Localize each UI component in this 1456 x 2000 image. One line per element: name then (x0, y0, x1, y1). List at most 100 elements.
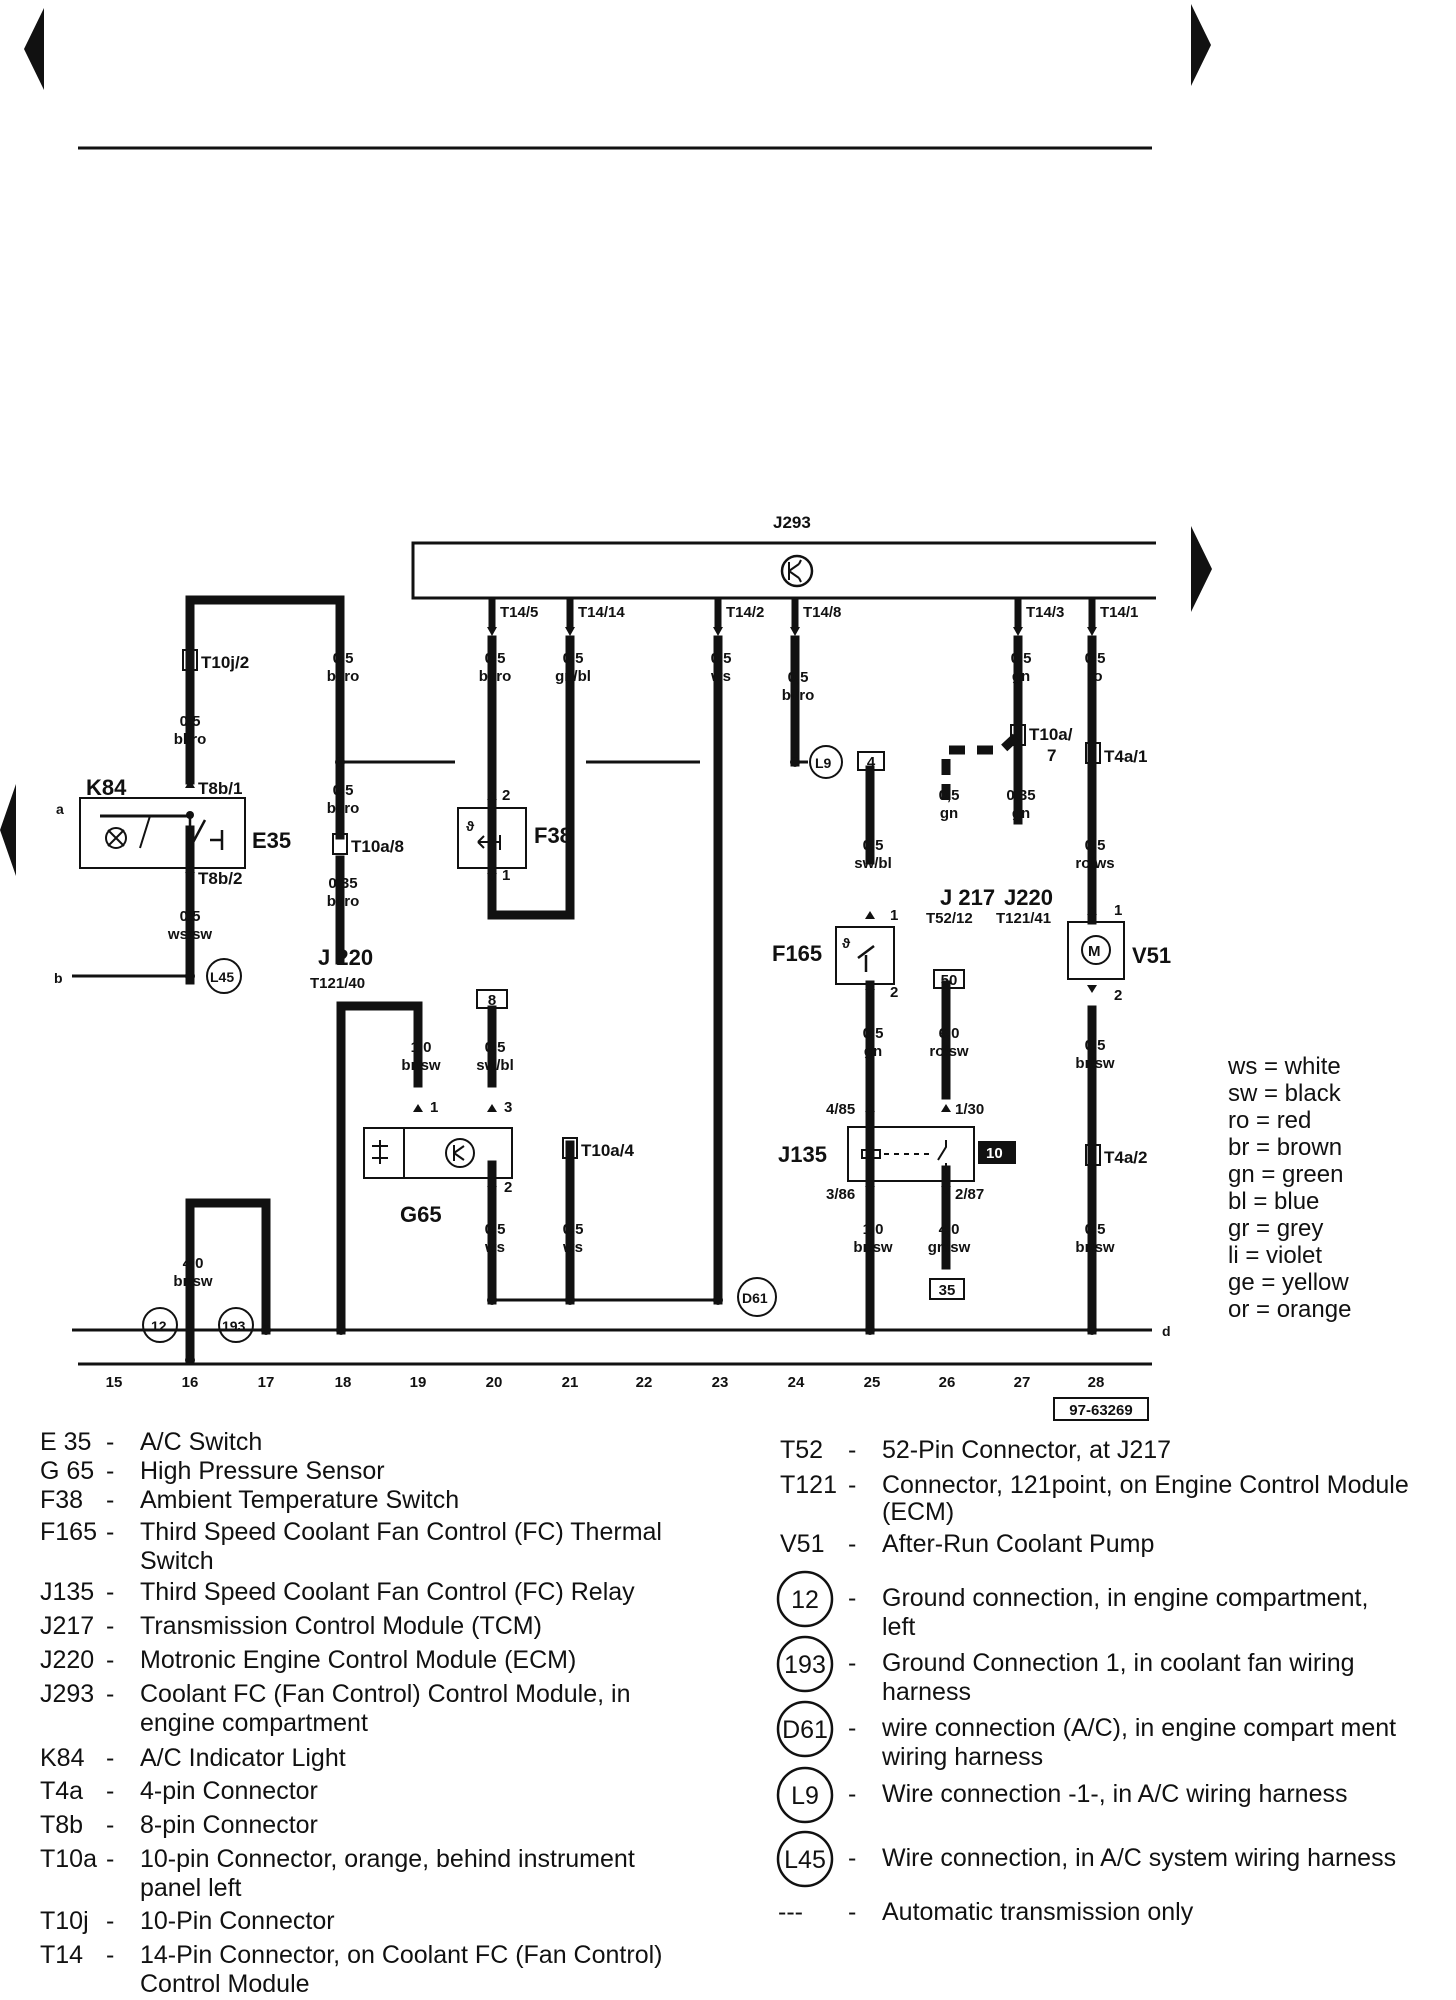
svg-text:Coolant FC (Fan Control) Contr: Coolant FC (Fan Control) Control Module,… (140, 1680, 630, 1708)
d61-label: D61 (742, 1290, 768, 1306)
color-legend-entry: or = orange (1228, 1296, 1351, 1323)
svg-text:-: - (106, 1941, 114, 1969)
ground-12-label: 12 (151, 1318, 167, 1334)
j220-label: J220 (1004, 885, 1053, 910)
arrow-marks (185, 627, 1097, 1194)
f38-label: F38 (534, 823, 572, 848)
f165-label: F165 (772, 941, 822, 966)
wire-size: 0,5 (1085, 837, 1106, 854)
svg-text:---: --- (778, 1898, 803, 1926)
svg-text:High Pressure Sensor: High Pressure Sensor (140, 1457, 385, 1485)
svg-text:L9: L9 (791, 1782, 819, 1810)
motor-icon (1081, 935, 1111, 965)
svg-text:J220: J220 (40, 1646, 94, 1674)
wire-color: sw/bl (854, 855, 892, 872)
svg-text:10-Pin Connector: 10-Pin Connector (140, 1907, 335, 1935)
wire-color: bl/ro (174, 731, 207, 748)
wire-size: 0,5 (333, 782, 354, 799)
wire-size: 0,5 (333, 650, 354, 667)
svg-text:-: - (106, 1428, 114, 1456)
svg-text:52-Pin Connector, at J217: 52-Pin Connector, at J217 (882, 1436, 1171, 1464)
pin-t14-2: T14/2 (726, 604, 764, 621)
svg-text:12: 12 (791, 1586, 819, 1614)
next-page-icon[interactable] (1191, 4, 1211, 86)
connector-t4a1: T4a/1 (1104, 747, 1147, 766)
ref-35: 35 (939, 1282, 956, 1299)
svg-text:wiring harness: wiring harness (881, 1743, 1043, 1771)
svg-text:-: - (106, 1457, 114, 1485)
wire-size: 0,5 (711, 650, 732, 667)
connector-symbols (182, 649, 1101, 1166)
track-number: 24 (788, 1374, 805, 1391)
svg-text:ϑ: ϑ (842, 935, 851, 951)
f38-switch: ϑ (457, 807, 527, 869)
ground-193-key-symbol (776, 1635, 834, 1693)
color-legend-entry: li = violet (1228, 1242, 1322, 1269)
svg-text:Control Module: Control Module (140, 1970, 310, 1998)
module-taps (488, 598, 1096, 627)
svg-text:Motronic Engine Control Module: Motronic Engine Control Module (ECM) (140, 1646, 576, 1674)
svg-text:A/C Indicator Light: A/C Indicator Light (140, 1744, 346, 1772)
j293-label: J293 (773, 513, 811, 532)
wire-color: br/sw (173, 1273, 213, 1290)
track-number: 28 (1088, 1374, 1105, 1391)
pin-t14-3: T14/3 (1026, 604, 1064, 621)
svg-text:-: - (106, 1811, 114, 1839)
svg-text:Switch: Switch (140, 1547, 214, 1575)
track-number: 16 (182, 1374, 199, 1391)
wire-color: ro/sw (929, 1043, 969, 1060)
pin-number: 3/86 (826, 1186, 855, 1203)
wire-color: br/sw (853, 1239, 893, 1256)
pin-t14-8: T14/8 (803, 604, 841, 621)
prev-page-icon[interactable] (24, 8, 44, 90)
next-section-icon[interactable] (1191, 526, 1212, 612)
wire-size: 0,5 (1011, 650, 1032, 667)
track-number: 17 (258, 1374, 275, 1391)
wire-color: br/sw (1075, 1055, 1115, 1072)
svg-text:T10a: T10a (40, 1845, 97, 1873)
ref-50: 50 (941, 972, 958, 989)
pin-number: 3 (504, 1099, 512, 1116)
wire-size: 6,0 (939, 1025, 960, 1042)
ref-4: 4 (867, 754, 876, 771)
pin-number: 1 (890, 907, 898, 924)
svg-text:-: - (848, 1530, 856, 1558)
pin-number: 2 (502, 787, 510, 804)
svg-text:-: - (848, 1844, 856, 1872)
svg-text:-: - (848, 1780, 856, 1808)
svg-text:panel left: panel left (140, 1874, 242, 1902)
svg-text:Ground Connection 1, in coolan: Ground Connection 1, in coolant fan wiri… (882, 1649, 1355, 1677)
wire-size: 0,5 (788, 669, 809, 686)
svg-text:T52: T52 (780, 1436, 823, 1464)
prev-section-icon[interactable] (0, 784, 16, 876)
g65-sensor (363, 1127, 513, 1179)
ref-10: 10 (986, 1145, 1003, 1162)
color-legend-entry: bl = blue (1228, 1188, 1319, 1215)
pin-number: 1 (502, 867, 510, 884)
svg-text:-: - (106, 1845, 114, 1873)
l9-label: L9 (815, 755, 832, 771)
j220-pin-label: T121/41 (996, 910, 1051, 927)
wire-color-legend: ws = white sw = black ro = red br = brow… (1227, 1053, 1351, 1323)
pin-number: 2/87 (955, 1186, 984, 1203)
k84-label: K84 (86, 775, 127, 800)
wire-size: 0,5 (485, 650, 506, 667)
pin-number: 2 (1114, 987, 1122, 1004)
svg-text:J293: J293 (40, 1680, 94, 1708)
ground-193-symbol (218, 1307, 254, 1343)
thin-wires (72, 760, 1152, 1366)
svg-text:J135: J135 (40, 1578, 94, 1606)
color-legend-entry: ws = white (1227, 1053, 1341, 1080)
wire-size: 0,5 (1085, 650, 1106, 667)
transistor-icon (445, 1138, 475, 1168)
color-legend-entry: ge = yellow (1228, 1269, 1349, 1296)
connector-t10a4: T10a/4 (581, 1141, 634, 1160)
wire-size: 0,5 (863, 1025, 884, 1042)
ground-12-symbol (142, 1307, 178, 1343)
svg-text:F38: F38 (40, 1486, 83, 1514)
j135-relay: 10 (847, 1126, 1016, 1182)
svg-text:engine compartment: engine compartment (140, 1709, 368, 1737)
svg-text:After-Run Coolant Pump: After-Run Coolant Pump (882, 1530, 1154, 1558)
j220-label: J 220 (318, 945, 373, 970)
svg-text:-: - (106, 1518, 114, 1546)
